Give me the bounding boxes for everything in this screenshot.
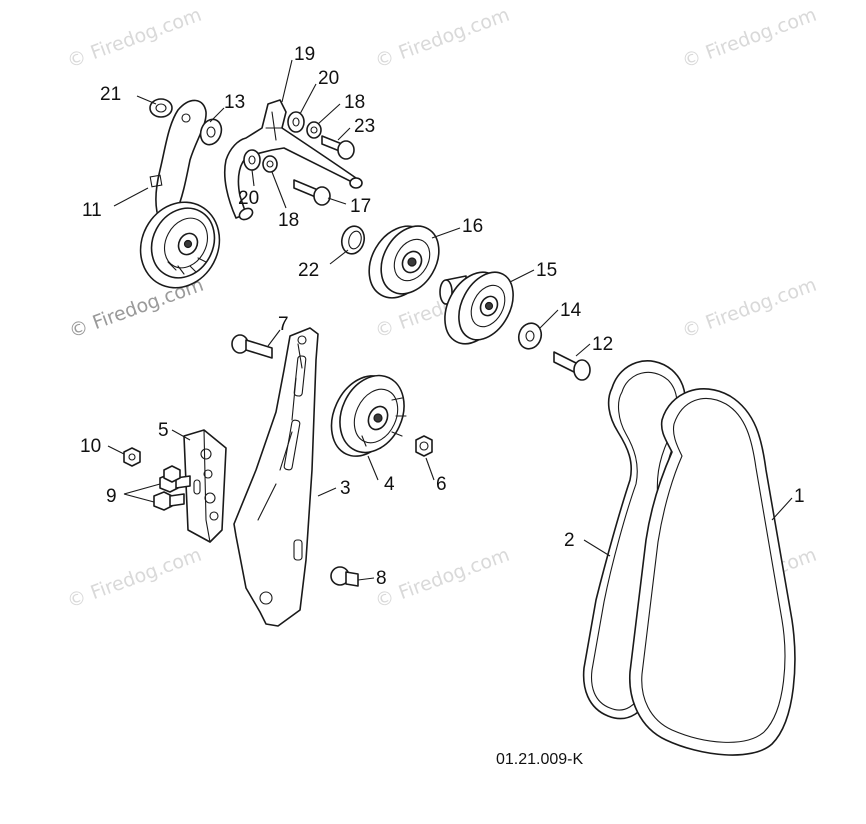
drawing-code: 01.21.009-K (496, 751, 584, 768)
part-18-nut-lower (262, 155, 278, 173)
part-23-bolt (321, 135, 355, 160)
part-19-control-rod (223, 99, 363, 221)
callout-9: 9 (106, 486, 117, 507)
part-15-drive-pulley (439, 271, 514, 345)
part-16-pulley (368, 225, 440, 299)
callout-labels: 21 13 19 20 18 23 20 18 17 11 22 16 15 1… (80, 44, 805, 589)
part-9-bolts (153, 465, 191, 511)
callout-6: 6 (436, 474, 447, 495)
part-14-washer (517, 322, 543, 350)
part-17-bolt (293, 179, 331, 206)
watermark-bottom-center: © Firedog.com (372, 544, 512, 613)
callout-7: 7 (278, 314, 289, 335)
part-11-idler-arm-assembly (139, 99, 221, 289)
part-13-washer (199, 118, 223, 146)
part-18-nut-upper (306, 121, 322, 139)
callout-13: 13 (224, 92, 245, 113)
callout-22: 22 (298, 260, 319, 281)
part-22-spacer (340, 225, 366, 255)
watermark-top-right: © Firedog.com (679, 4, 819, 73)
callout-2: 2 (564, 530, 575, 551)
part-12-bolt (553, 351, 591, 381)
callout-1: 1 (794, 486, 805, 507)
callout-18-lower: 18 (278, 210, 299, 231)
callout-8: 8 (376, 568, 387, 589)
callout-15: 15 (536, 260, 557, 281)
part-20-washer-lower (243, 149, 261, 171)
watermark-bottom-left: © Firedog.com (64, 544, 204, 613)
part-7-bolt (231, 334, 273, 359)
part-21-nut (149, 98, 173, 118)
callout-23: 23 (354, 116, 375, 137)
part-2-belt (582, 360, 686, 720)
callout-20-lower: 20 (238, 188, 259, 209)
callout-12: 12 (592, 334, 613, 355)
part-10-nut (123, 447, 141, 467)
watermark-mid-right: © Firedog.com (679, 274, 819, 343)
watermark-top-left: © Firedog.com (64, 4, 204, 73)
callout-16: 16 (462, 216, 483, 237)
callout-21: 21 (100, 84, 121, 105)
callout-4: 4 (384, 474, 395, 495)
part-6-nut (415, 435, 433, 457)
part-20-washer-upper (287, 111, 305, 133)
callout-11: 11 (82, 200, 102, 221)
watermark-top-center: © Firedog.com (372, 4, 512, 73)
part-5-mounting-plate (183, 429, 227, 543)
part-4-idler-pulley (330, 374, 407, 457)
callout-10: 10 (80, 436, 101, 457)
callout-14: 14 (560, 300, 582, 321)
leader-lines (107, 59, 793, 581)
callout-18-upper: 18 (344, 92, 365, 113)
callout-17: 17 (350, 196, 371, 217)
part-3-mounting-bracket (233, 327, 319, 627)
callout-3: 3 (340, 478, 351, 499)
callout-19: 19 (294, 44, 315, 65)
callout-20-upper: 20 (318, 68, 339, 89)
part-8-bolt (330, 566, 359, 587)
callout-5: 5 (158, 420, 169, 441)
part-1-belt (629, 388, 796, 756)
